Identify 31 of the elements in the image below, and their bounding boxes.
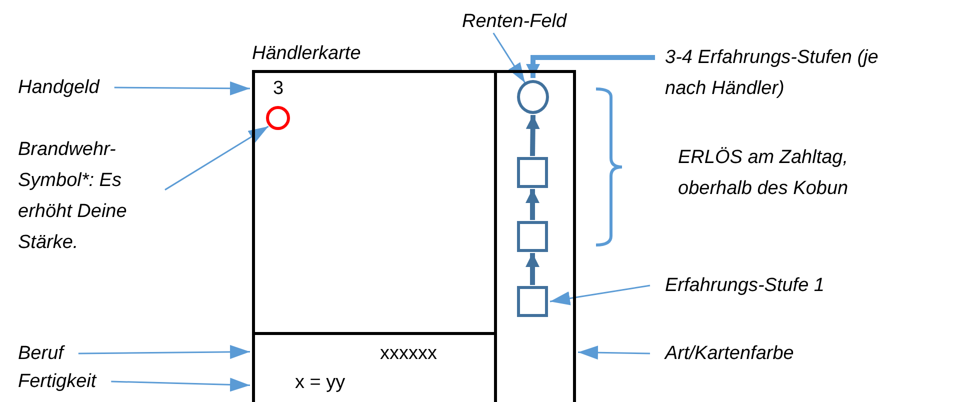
- annotation-label: Art/Kartenfarbe: [665, 338, 794, 369]
- field-text: 3: [273, 78, 284, 100]
- block-arrow: [526, 189, 540, 220]
- square-field: [517, 221, 548, 252]
- circle-field: [517, 80, 549, 114]
- field-text: xxxxxx: [380, 343, 437, 365]
- annotation-label: Erfahrungs-Stufe 1: [665, 270, 824, 301]
- block-arrow: [526, 253, 540, 285]
- arrow: [111, 378, 250, 392]
- annotation-label: 3-4 Erfahrungs-Stufen (je nach Händler): [665, 42, 880, 104]
- block-arrow: [526, 55, 655, 78]
- annotation-label: Beruf: [18, 338, 64, 369]
- annotation-label: Fertigkeit: [18, 366, 96, 397]
- arrow: [492, 32, 526, 84]
- arrow: [550, 284, 650, 306]
- block-arrow: [526, 114, 540, 156]
- annotation-label: ERLÖS am Zahltag, oberhalb des Kobun: [678, 142, 878, 204]
- card: [252, 42, 576, 402]
- annotation-label: Renten-Feld: [462, 6, 567, 37]
- annotation-label: Brandwehr-Symbol*: Es erhöht Deine Stärke.: [18, 134, 143, 258]
- arrow: [114, 81, 250, 96]
- card-title: Händlerkarte: [252, 42, 361, 66]
- field-text: x = yy: [295, 372, 346, 394]
- arrow: [578, 346, 650, 360]
- annotation-label: Handgeld: [18, 72, 100, 103]
- square-field: [517, 286, 548, 317]
- square-field: [517, 157, 548, 188]
- arrow: [78, 344, 250, 359]
- ring-symbol: [266, 106, 290, 130]
- card-field: [252, 70, 497, 335]
- arrow: [164, 126, 269, 190]
